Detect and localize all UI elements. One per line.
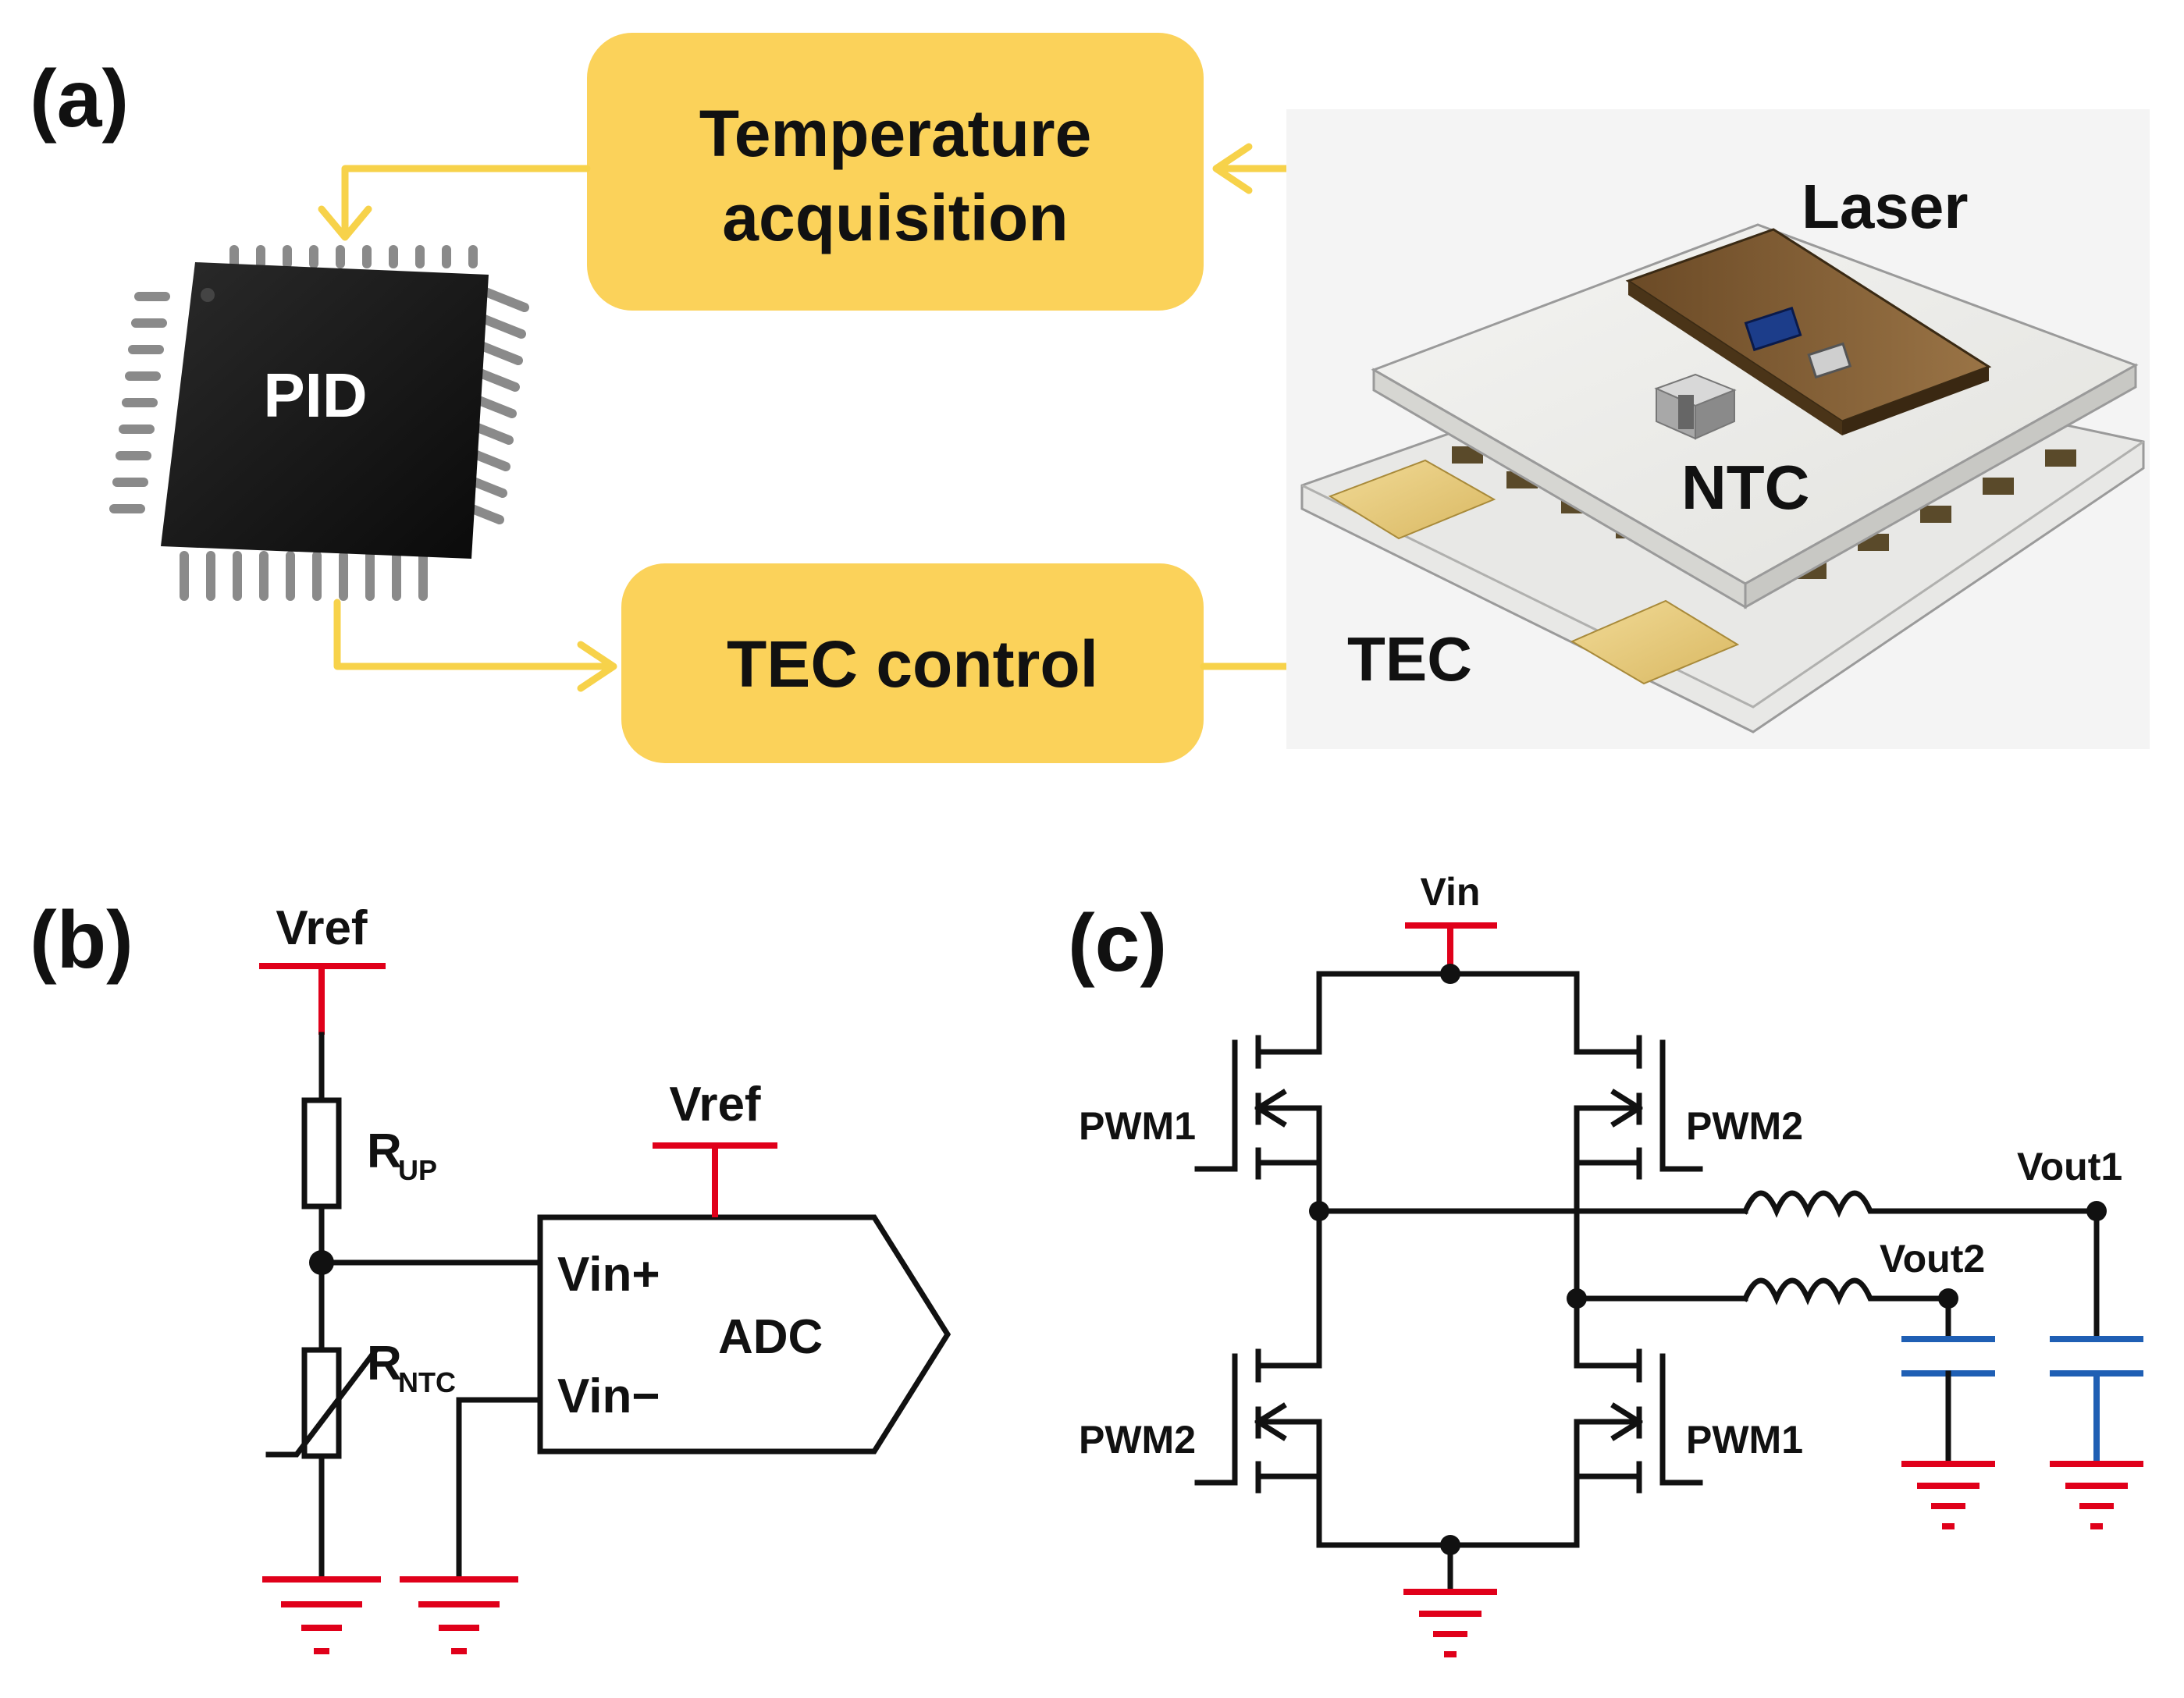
inductor-vout2	[1741, 1277, 1951, 1305]
pid-chip: PID	[109, 245, 529, 601]
rntc-label-main: R	[367, 1337, 402, 1391]
arrow-acq-to-pid-head	[318, 205, 372, 241]
rup-label-sub: UP	[398, 1154, 437, 1186]
mosfet-left-bottom	[1194, 1208, 1322, 1548]
tec-control-label: TEC control	[727, 627, 1098, 701]
vref-adc-label: Vref	[669, 1078, 761, 1131]
temperature-acquisition-box: Temperature acquisition	[587, 33, 1204, 311]
panel-c-label: (c)	[1068, 898, 1167, 989]
resistor-rup	[301, 1097, 342, 1210]
vin-plus-label: Vin+	[557, 1248, 660, 1302]
vin-minus-label: Vin−	[557, 1369, 660, 1423]
pid-label: PID	[263, 361, 367, 430]
tec-label: TEC	[1347, 624, 1472, 694]
tec-control-box: TEC control	[621, 563, 1204, 763]
ground-symbol-c-vout2	[1901, 1461, 1995, 1529]
arrow-ntc-to-acq-head	[1212, 143, 1253, 194]
arrow-acq-to-pid	[341, 165, 591, 238]
panel-c: (c) Vin PWM1	[1068, 870, 2143, 1657]
arrow-pid-to-tec-head	[577, 641, 617, 692]
ntc-label: NTC	[1681, 453, 1809, 522]
vout1-label: Vout1	[2017, 1145, 2122, 1188]
vref-top-label: Vref	[276, 901, 368, 955]
ground-symbol-b2	[400, 1576, 518, 1654]
panel-a: (a) Temperature acquisition TEC control	[30, 33, 2150, 763]
pwm1-top-label: PWM1	[1079, 1104, 1196, 1148]
pwm2-top-label: PWM2	[1686, 1104, 1803, 1148]
temperature-acquisition-line1: Temperature	[699, 97, 1092, 170]
mosfet-right-bottom	[1574, 1295, 1703, 1548]
panel-a-label: (a)	[30, 54, 129, 144]
panel-b: (b) Vref R UP R NTC	[30, 895, 951, 1654]
adc-block	[537, 1214, 951, 1455]
panel-b-label: (b)	[30, 895, 133, 986]
ground-symbol-c-vout1	[2050, 1461, 2143, 1529]
rup-label-main: R	[367, 1124, 402, 1178]
laser-label: Laser	[1802, 172, 1968, 241]
tec-module-illustration	[1286, 109, 2150, 749]
ground-symbol-b1	[262, 1576, 381, 1654]
mosfet-right-top	[1574, 1035, 1703, 1302]
pwm2-bottom-label: PWM2	[1079, 1418, 1196, 1462]
temperature-acquisition-line2: acquisition	[722, 181, 1068, 254]
adc-label: ADC	[718, 1310, 823, 1364]
arrow-pid-to-tec	[333, 599, 614, 670]
pwm1-bottom-label: PWM1	[1686, 1418, 1803, 1462]
vin-label: Vin	[1421, 870, 1481, 914]
rntc-label-sub: NTC	[398, 1366, 456, 1398]
ground-symbol-c-main	[1403, 1589, 1497, 1657]
inductor-vout1	[1741, 1190, 2100, 1218]
vout2-label: Vout2	[1880, 1237, 1985, 1281]
mosfet-left-top	[1194, 1035, 1322, 1214]
